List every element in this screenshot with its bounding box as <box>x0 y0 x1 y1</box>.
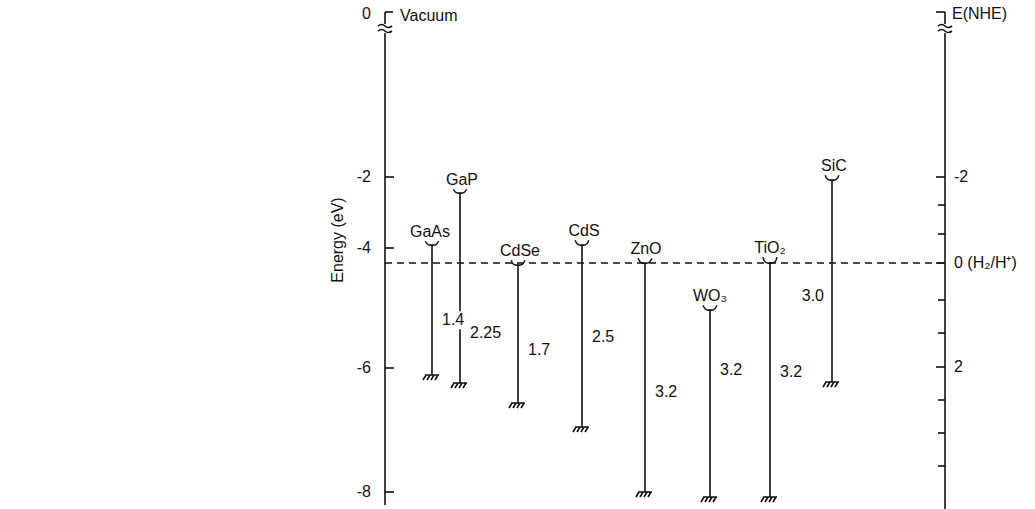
band-gap-value: 3.2 <box>778 363 804 381</box>
band-gap-value: 2.5 <box>590 328 616 346</box>
axis-tick <box>385 491 394 493</box>
axis-break <box>378 25 392 33</box>
axis-tick <box>938 204 945 206</box>
axis-value: 2 <box>952 358 965 376</box>
gap-line <box>644 263 646 492</box>
band-gap-value: 1.7 <box>526 341 552 359</box>
band-gap <box>423 239 439 380</box>
axis-value: 0 <box>360 5 373 23</box>
band-gap <box>761 257 777 502</box>
energy-axis <box>384 33 386 505</box>
nhe-axis <box>944 33 946 509</box>
material-name: GaP <box>444 171 480 189</box>
axis-tick <box>385 176 394 178</box>
axis-tick <box>938 332 945 334</box>
axis-value: -6 <box>355 359 373 377</box>
gap-line <box>831 180 833 382</box>
axis-tick <box>938 465 945 467</box>
band-gap <box>573 239 589 432</box>
axis-break <box>938 25 952 33</box>
axis-tick <box>385 11 393 13</box>
axis-title: Energy (eV) <box>329 195 347 284</box>
band-gap <box>509 259 525 408</box>
material-name: SiC <box>819 157 849 175</box>
band-gap <box>823 174 839 387</box>
reference-label: 0 (H₂/H⁺) <box>952 254 1019 272</box>
gap-line <box>459 193 461 383</box>
axis-tick <box>936 11 945 13</box>
material-name: ZnO <box>628 240 663 258</box>
valence-band-edge <box>509 403 525 408</box>
band-gap <box>701 304 717 502</box>
axis-value: -2 <box>952 168 970 186</box>
conduction-band-edge <box>638 257 652 263</box>
axis-value: -8 <box>355 483 373 501</box>
axis-tick <box>385 367 394 369</box>
valence-band-edge <box>761 497 777 502</box>
valence-band-edge <box>636 492 652 497</box>
axis-value: -4 <box>355 239 373 257</box>
band-gap <box>636 257 652 497</box>
band-gap <box>451 187 467 388</box>
gap-line <box>431 245 433 375</box>
material-name: WO₃ <box>691 287 729 305</box>
material-name: TiO₂ <box>752 239 787 257</box>
valence-band-edge <box>701 497 717 502</box>
band-gap-value: 3.2 <box>718 361 744 379</box>
material-name: CdS <box>566 222 601 240</box>
nhe-axis <box>944 12 946 24</box>
material-name: CdSe <box>498 242 542 260</box>
valence-band-edge <box>423 375 439 380</box>
reference-level <box>385 262 945 263</box>
band-gap-value: 3.2 <box>653 383 679 401</box>
valence-band-edge <box>451 383 467 388</box>
valence-band-edge <box>573 427 589 432</box>
band-gap-value: 1.4 <box>440 311 466 329</box>
energy-axis <box>384 12 386 24</box>
conduction-band-edge <box>825 174 839 180</box>
axis-tick <box>938 233 945 235</box>
conduction-band-edge <box>575 239 589 245</box>
band-gap-value: 3.0 <box>800 287 826 305</box>
conduction-band-edge <box>763 257 777 263</box>
axis-tick <box>938 399 945 401</box>
axis-tick <box>936 176 945 178</box>
axis-tick <box>938 299 945 301</box>
gap-line <box>581 245 583 427</box>
gap-line <box>769 263 771 497</box>
axis-value: -2 <box>355 168 373 186</box>
gap-line <box>517 265 519 403</box>
axis-tick <box>936 366 945 368</box>
material-name: GaAs <box>408 223 452 241</box>
axis-tick <box>938 432 945 434</box>
conduction-band-edge <box>703 304 717 310</box>
axis-title: Vacuum <box>398 7 460 25</box>
axis-tick <box>385 247 394 249</box>
gap-line <box>709 310 711 497</box>
conduction-band-edge <box>511 259 525 265</box>
axis-title: E(NHE) <box>950 5 1009 23</box>
valence-band-edge <box>823 382 839 387</box>
band-gap-value: 2.25 <box>468 324 503 342</box>
